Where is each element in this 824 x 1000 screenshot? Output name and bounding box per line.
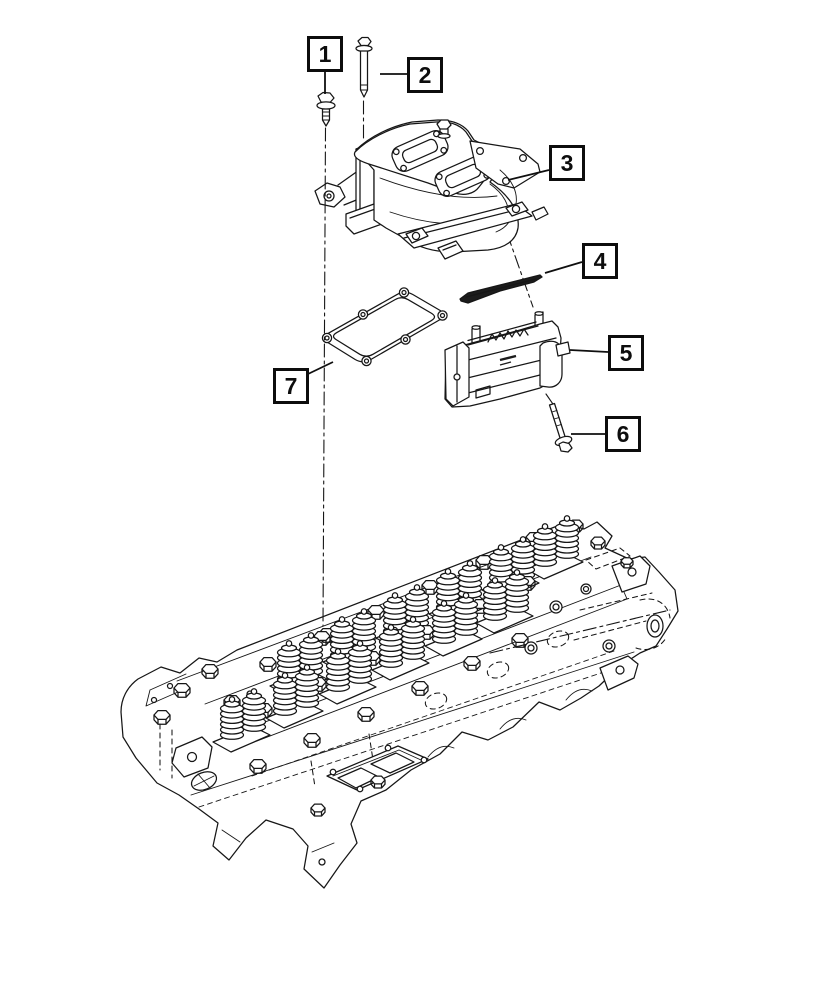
valve-spring <box>504 569 530 613</box>
valve-spring <box>241 688 267 732</box>
bolt-hole <box>549 600 563 614</box>
valve-spring <box>294 664 320 708</box>
valve-spring-pair <box>424 592 483 657</box>
hex-bolt <box>249 758 267 774</box>
bolt-hole <box>602 639 616 653</box>
hex-bolt <box>463 655 481 671</box>
hex-bolt <box>511 632 529 648</box>
valve-spring <box>532 523 558 567</box>
valve-spring-pair <box>525 515 584 580</box>
callout-2: 2 <box>407 57 443 93</box>
callout-5: 5 <box>608 335 644 371</box>
hex-bolt <box>590 536 606 550</box>
valve-spring <box>347 640 373 684</box>
cylinder-head-drawing <box>120 515 679 889</box>
valve-spring-pair <box>318 640 377 705</box>
bolt-6-drawing <box>548 402 573 453</box>
valve-spring <box>431 600 457 644</box>
hex-bolt <box>201 663 219 679</box>
manifold-gasket-drawing <box>321 287 448 367</box>
intake-manifold-drawing <box>314 119 549 260</box>
assembly-centerlines <box>322 100 365 627</box>
callout-1: 1 <box>307 36 343 72</box>
bolt-hole <box>580 583 592 595</box>
valve-spring <box>325 648 351 692</box>
hex-bolt <box>357 706 375 722</box>
valve-spring-pair <box>475 569 534 634</box>
valve-spring-pair <box>212 688 271 753</box>
hex-bolt <box>153 709 171 725</box>
valve-spring <box>400 616 426 660</box>
valve-spring <box>554 515 580 559</box>
hex-bolt <box>173 682 191 698</box>
callout-4: 4 <box>582 243 618 279</box>
bolt-2-drawing <box>355 36 373 98</box>
manifold-stud <box>436 119 452 139</box>
bolt-hole <box>524 641 538 655</box>
throttle-valve-actuator-drawing <box>444 311 571 408</box>
hex-bolt <box>303 732 321 748</box>
valve-spring <box>272 672 298 716</box>
valve-spring <box>453 592 479 636</box>
valve-spring-pair <box>371 616 430 681</box>
valve-spring-pair <box>265 664 324 729</box>
valve-spring <box>482 577 508 621</box>
hex-bolt <box>310 803 326 817</box>
callout-leader-lines <box>307 72 609 435</box>
valve-spring <box>219 696 245 740</box>
hex-bolt <box>259 656 277 672</box>
hex-bolt <box>411 680 429 696</box>
valve-spring <box>378 624 404 668</box>
hex-bolt <box>620 557 634 569</box>
callout-7: 7 <box>273 368 309 404</box>
bolt-1-drawing <box>316 91 336 127</box>
hex-bolt <box>370 775 386 789</box>
callout-3: 3 <box>549 145 585 181</box>
actuator-rod-drawing <box>459 274 543 304</box>
callout-6: 6 <box>605 416 641 452</box>
